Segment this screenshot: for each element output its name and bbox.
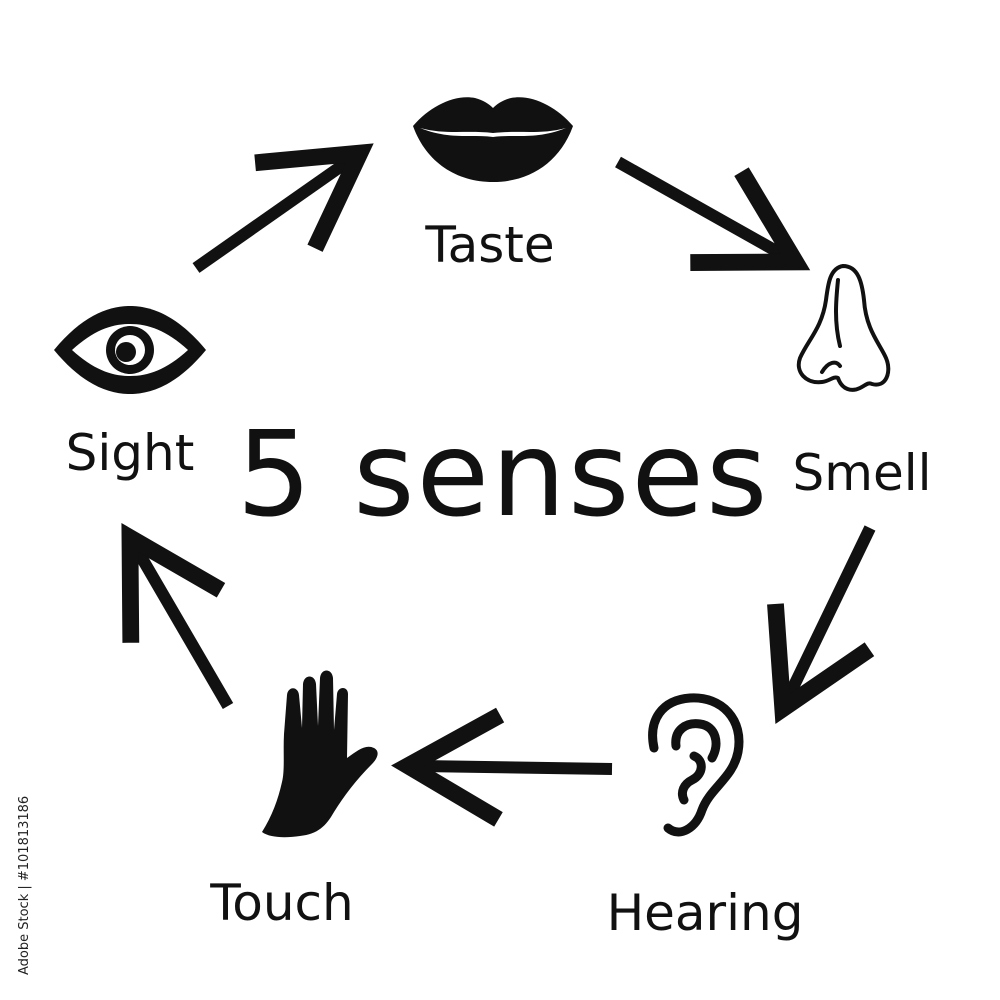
arrow-hearing-to-touch (391, 707, 613, 827)
node-hearing: Hearing (607, 693, 804, 942)
node-touch: Touch (209, 670, 378, 932)
node-taste: Taste (413, 97, 573, 274)
stock-credit: Adobe Stock | #101813186 (17, 796, 32, 975)
node-label-sight: Sight (66, 424, 195, 482)
diagram-title: 5 senses (237, 405, 770, 543)
arrow-taste-to-smell (615, 156, 811, 271)
lips-icon (413, 97, 573, 182)
arrow-touch-to-sight (121, 522, 234, 710)
node-label-smell: Smell (793, 444, 932, 502)
arrow-smell-to-hearing (767, 525, 876, 725)
node-sight: Sight (54, 306, 206, 482)
arrow-sight-to-taste (192, 143, 374, 273)
node-label-taste: Taste (424, 216, 554, 274)
hand-icon (262, 670, 378, 838)
ear-icon (648, 693, 744, 837)
node-label-hearing: Hearing (607, 884, 804, 942)
node-smell: Smell (793, 264, 932, 502)
nose-icon (796, 264, 891, 392)
node-label-touch: Touch (209, 874, 354, 932)
arrows (121, 143, 876, 827)
eye-icon (54, 306, 206, 394)
